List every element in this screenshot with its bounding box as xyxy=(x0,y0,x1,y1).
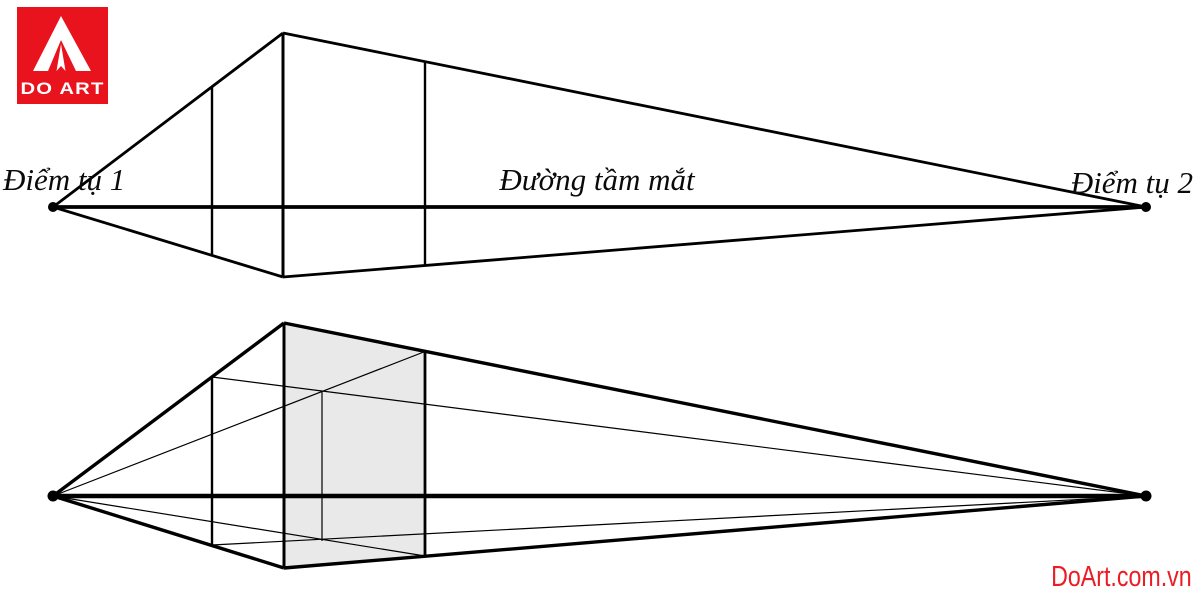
logo-wordmark-text: DO ART xyxy=(21,79,105,98)
logo-brush-tip-icon xyxy=(56,44,66,71)
top-edge-vp1-to-peak xyxy=(52,31,284,209)
top-vanishing-point-1-dot xyxy=(48,202,58,212)
top-edge-bottom-to-vp2 xyxy=(282,205,1147,279)
bottom-vanishing-point-2-dot xyxy=(1140,490,1152,502)
top-vanishing-point-2-dot xyxy=(1141,202,1151,212)
shaded-face xyxy=(284,323,425,568)
doart-logo-svg: DO ART xyxy=(17,7,108,104)
top-diagram xyxy=(48,31,1151,279)
doart-logo: DO ART xyxy=(17,7,108,104)
construction-line-vp1-to-top-right xyxy=(52,350,426,497)
bottom-edge-vp1-to-bottom xyxy=(52,494,285,570)
bottom-vanishing-point-1-dot xyxy=(47,490,59,502)
bottom-diagram xyxy=(47,321,1152,570)
construction-line-vp1-to-bottom-right xyxy=(52,495,426,557)
logo-a-mark-icon xyxy=(33,16,91,71)
horizon-line-label: Đường tầm mắt xyxy=(498,162,696,197)
vanishing-point-1-label: Điểm tụ 1 xyxy=(2,162,125,197)
top-edge-vp1-to-bottom xyxy=(52,205,284,279)
construction-line-vp2-to-bottom-left xyxy=(211,495,1147,546)
bottom-edge-peak-to-vp2 xyxy=(283,321,1147,498)
bottom-edge-bottom-to-vp2 xyxy=(283,494,1147,570)
website-watermark: DoArt.com.vn xyxy=(1051,561,1192,593)
vanishing-point-2-label: Điểm tụ 2 xyxy=(1070,165,1193,200)
bottom-edge-vp1-to-peak xyxy=(51,321,286,498)
construction-line-vp2-to-top-left xyxy=(211,376,1147,497)
top-edge-peak-to-vp2 xyxy=(282,31,1147,209)
